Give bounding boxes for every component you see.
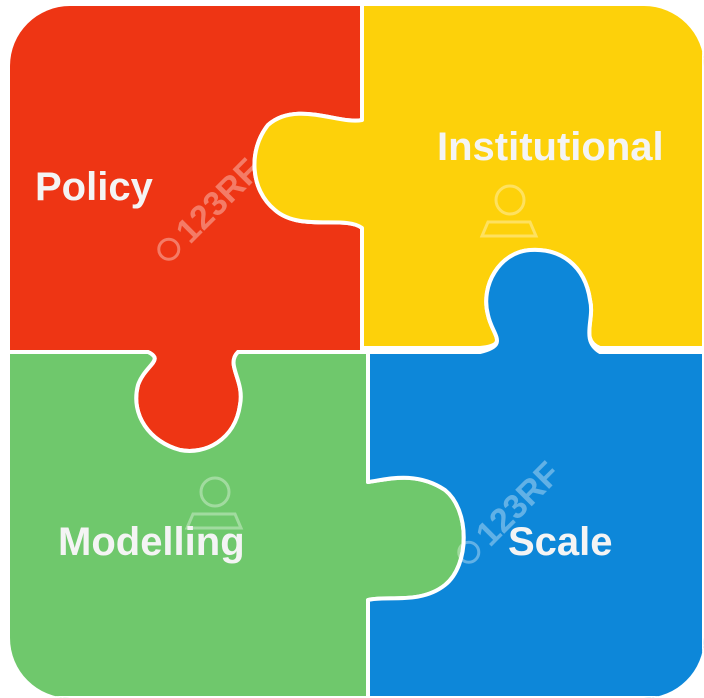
- label-institutional: Institutional: [437, 125, 664, 169]
- label-policy: Policy: [35, 165, 154, 209]
- puzzle-piece-blue: [366, 247, 704, 698]
- watermark-icon-yellow: [479, 184, 539, 238]
- label-modelling: Modelling: [58, 520, 245, 564]
- label-scale: Scale: [508, 520, 613, 564]
- watermark-icon-green: [184, 476, 244, 530]
